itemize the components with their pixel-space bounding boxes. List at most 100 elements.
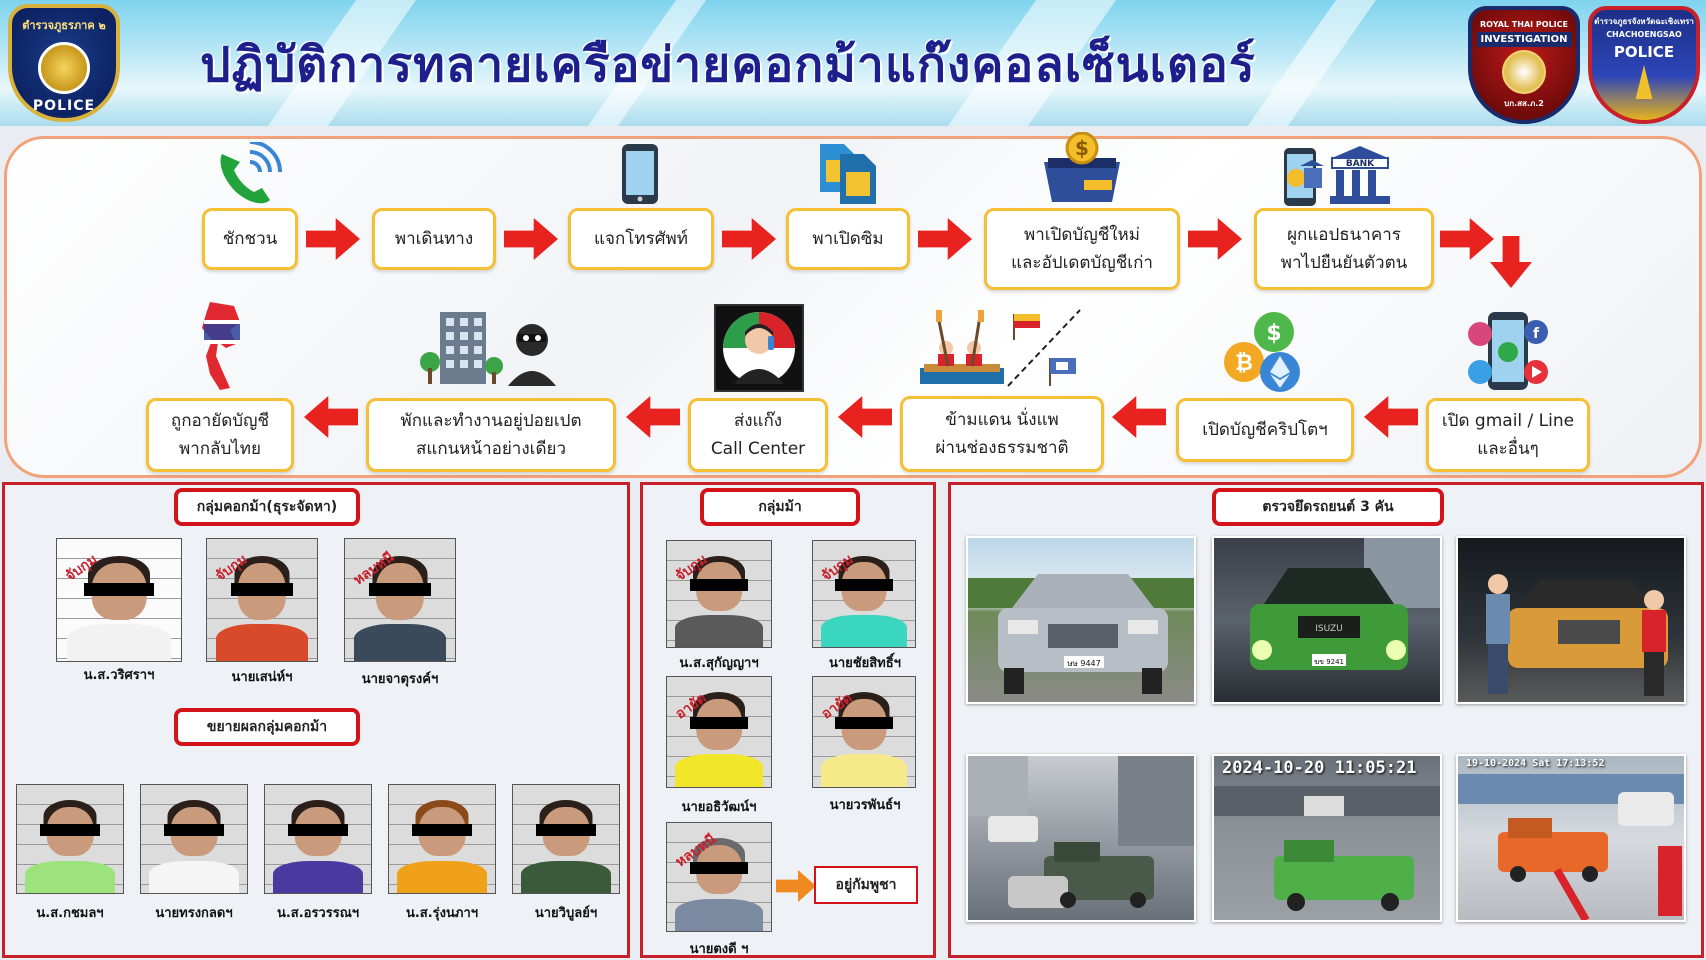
step-label: พากลับไทย [179,439,261,459]
page-title: ปฏิบัติการทลายเครือข่ายคอกม้าแก๊งคอลเซ็น… [200,37,1256,93]
phone-call-icon [220,142,282,204]
step-label: และอื่นๆ [1477,439,1539,459]
raft-border-crossing-icon [920,309,1081,387]
badge-inv-bottom-text: บก.สส.ภ.2 [1504,99,1544,108]
suspect-name: น.ส.สุกัญญาฯ [679,656,759,671]
tag-stable-group: กลุ่มคอกม้า(ธุระจัดหา) [174,488,360,526]
suspect-name: น.ส.อรวรรณฯ [276,906,360,921]
badge-pol-top-text: ตำรวจภูธรจังหวัดฉะเชิงเทรา [1594,17,1694,26]
deposit-money-icon: $ [1044,132,1120,202]
svg-text:ISUZU: ISUZU [1315,624,1343,634]
flow-step-return-thailand: ถูกอายัดบัญชี พากลับไทย [146,398,294,472]
suspect-name: น.ส.กชมลฯ [36,906,104,921]
suspect-photo: อายัด [812,676,916,788]
header-banner: ตำรวจภูธรภาค ๒ POLICE ปฏิบัติการทลายเครื… [0,0,1706,126]
suspect-photo [512,784,620,894]
cctv-photo-street-2: 2024-10-20 11:05:21 [1212,754,1442,922]
tag-mule-group: กลุ่มม้า [700,488,860,526]
svg-text:f: f [1533,326,1540,342]
suspect-photo: หลบหนี [666,822,772,932]
step-label: แจกโทรศัพท์ [594,229,688,249]
suspect-photo: จับกุม [812,540,916,648]
suspect-name: น.ส.รุ่งนภาฯ [405,906,479,921]
suspect-photo: จับกุม [206,538,318,662]
tag-expanded-group: ขยายผลกลุ่มคอกม้า [174,708,360,746]
step-label: Call Center [710,439,806,459]
suspect-name: นายเสน่ห์ฯ [231,670,293,685]
step-label: พาเปิดบัญชีใหม่ [1024,225,1140,245]
step-label: และอัปเดตบัญชีเก่า [1011,253,1153,273]
badge-pol-main-text: POLICE [1613,43,1675,61]
flow-step-recruit: ชักชวน [202,208,298,270]
svg-text:$: $ [1266,321,1281,346]
vehicle-photo-green-pickup: ISUZU ฆข 9241 [1212,536,1442,704]
cctv-timestamp: 19-10-2024 Sat 17:13:52 [1466,758,1605,769]
bank-label: BANK [1346,159,1375,169]
suspect-name: นายวิบูลย์ฯ [534,906,598,921]
sim-card-icon [820,144,876,204]
license-plate: ฆข 9241 [1314,658,1344,666]
suspect-photo [388,784,496,894]
investigation-seal-icon [1502,50,1546,94]
vehicle-photo-silver-pickup: ษษ 9447 [966,536,1196,704]
flow-step-bank-app: ผูกแอปธนาคาร พาไปยืนยันตัวตน [1254,208,1434,290]
suspect-name: นายชัยสิทธิ์ฯ [829,656,901,671]
step-label: พาไปยืนยันตัวตน [1280,253,1408,273]
suspect-name: นายตงดี ฯ [689,942,749,957]
flow-step-travel: พาเดินทาง [372,208,496,270]
investigation-badge-icon: ROYAL THAI POLICE INVESTIGATION บก.สส.ภ.… [1468,6,1580,124]
flow-step-give-phone: แจกโทรศัพท์ [568,208,714,270]
social-apps-icon: f [1468,312,1548,390]
suspect-photo: จับกุม [666,540,772,648]
flow-step-open-crypto: เปิดบัญชีคริปโตฯ [1176,398,1354,462]
suspect-name: นายอธิวัฒน์ฯ [681,800,757,815]
flow-step-open-gmail-line: เปิด gmail / Line และอื่นๆ [1426,398,1590,472]
badge-pol-sub-text: CHACHOENGSAO [1606,30,1682,39]
flow-step-cross-border: ข้ามแดน นั่งแพ ผ่านช่องธรรมชาติ [900,396,1104,472]
suspect-photo: อายัด [666,676,772,788]
step-label: ผ่านช่องธรรมชาติ [935,438,1069,458]
badge-inv-top-text: ROYAL THAI POLICE [1480,20,1568,29]
step-label: ผูกแอปธนาคาร [1287,225,1401,245]
flow-step-open-sim: พาเปิดซิม [786,208,910,270]
suspect-name: น.ส.วริศราฯ [83,668,155,683]
step-label: ส่งแก๊ง [733,411,783,431]
pagoda-icon [1635,65,1653,99]
call-center-icon [714,304,804,392]
suspect-name: นายวรพันธ์ฯ [829,798,901,813]
step-label: ข้ามแดน นั่งแพ [945,410,1059,430]
step-label: พาเดินทาง [394,229,474,249]
cctv-timestamp: 2024-10-20 11:05:21 [1222,758,1417,778]
thailand-map-icon [202,302,240,390]
building-and-thief-icon [420,312,556,386]
flow-step-work-poipet: พักและทำงานอยู่ปอยเปต สแกนหน้าอย่างเดียว [366,398,616,472]
suspect-photo [264,784,372,894]
suspect-name: นายจาตุรงค์ฯ [361,672,439,687]
suspect-photo [16,784,124,894]
cambodia-label: อยู่กัมพูชา [814,866,918,904]
vehicle-photo-orange-pickup-officers [1456,536,1686,704]
flow-step-open-account: พาเปิดบัญชีใหม่ และอัปเดตบัญชีเก่า [984,208,1180,290]
police-seal-icon [38,42,90,94]
suspect-name: นายทรงกลดฯ [155,906,233,921]
svg-text:$: $ [1075,136,1089,160]
suspect-photo: หลบหนี [344,538,456,662]
crypto-coins-icon: $ ₿ [1224,312,1300,392]
provincial-police-badge-icon: ตำรวจภูธรจังหวัดฉะเชิงเทรา CHACHOENGSAO … [1588,6,1700,124]
badge-left-top-text: ตำรวจภูธรภาค ๒ [22,19,106,32]
step-label: พักและทำงานอยู่ปอยเปต [400,411,582,431]
suspect-photo: จับกุม [56,538,182,662]
step-label: สแกนหน้าอย่างเดียว [416,439,566,459]
step-label: เปิด gmail / Line [1441,411,1575,431]
step-label: เปิดบัญชีคริปโตฯ [1202,420,1328,440]
badge-left-bottom-text: POLICE [32,98,96,114]
cctv-photo-street-1 [966,754,1196,922]
regional-police-badge-icon: ตำรวจภูธรภาค ๒ POLICE [8,4,120,122]
step-label: พาเปิดซิม [812,229,884,249]
step-label: ถูกอายัดบัญชี [170,411,270,431]
badge-inv-band-text: INVESTIGATION [1476,32,1572,47]
bank-app-icon: BANK [1284,146,1390,206]
suspect-photo [140,784,248,894]
svg-text:₿: ₿ [1235,351,1253,376]
flow-step-send-call-center: ส่งแก๊ง Call Center [688,398,828,472]
